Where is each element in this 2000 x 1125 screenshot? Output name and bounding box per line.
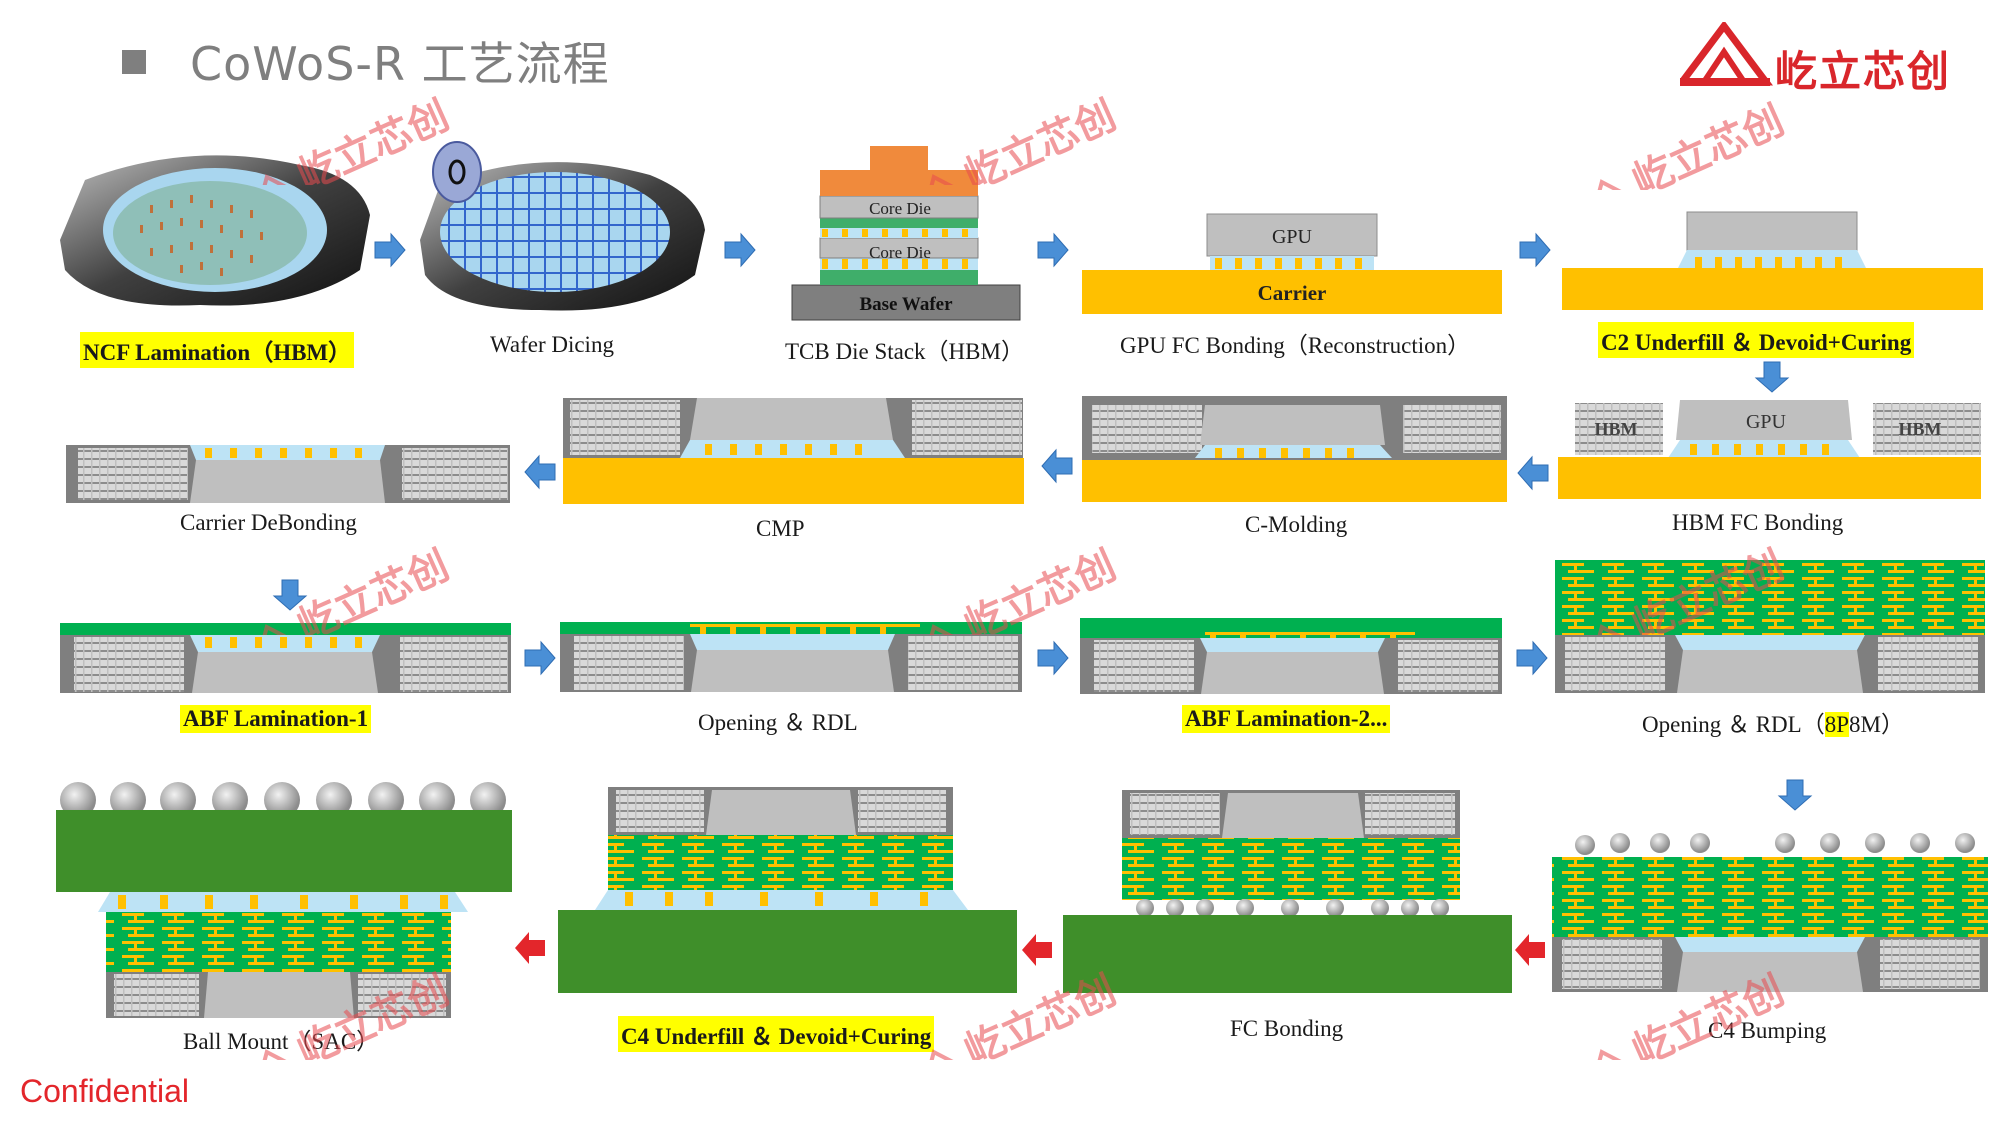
flow-arrow-icon [273,579,307,611]
gpu-label: GPU [1272,226,1313,248]
flow-arrow-icon [1516,641,1548,675]
c4-bumping [1552,833,1988,992]
c2-underfill [1562,211,1983,310]
flow-arrow-icon [724,233,756,267]
carrier-debonding [66,445,510,503]
step-caption-ncf-lamination: NCF Lamination（HBM） [80,332,355,368]
ball-mount [56,782,512,1018]
flow-arrow-icon [1517,456,1549,490]
step-caption-abf-lamination-2: ABF Lamination-2... [1182,705,1391,733]
confidential-label: Confidential [20,1073,189,1109]
core-die-label: Core Die [869,243,931,262]
step-caption-opening-rdl: Opening ＆ RDL [698,710,858,735]
step-caption-tcb-die-stack: TCB Die Stack（HBM） [785,339,1024,364]
hbm-label: HBM [1899,419,1942,439]
cmp [563,398,1024,504]
step-caption-hbm-fc-bonding: HBM FC Bonding [1672,510,1844,535]
flow-arrow-icon [374,233,406,267]
step-caption-opening-rdl-8p8m: Opening ＆ RDL（8P8M） [1642,705,1904,739]
company-logo-icon [1680,22,1773,86]
base-wafer-label: Base Wafer [859,294,953,315]
caption-highlight: 8P [1824,712,1850,737]
step-caption-ball-mount: Ball Mount（SAC） [183,1029,380,1054]
carrier-label: Carrier [1258,281,1327,305]
flow-arrow-icon [1778,779,1812,811]
step-caption-cmp: CMP [756,516,805,541]
step-caption-wafer-dicing: Wafer Dicing [490,332,614,357]
step-caption-c2-underfill: C2 Underfill ＆ Devoid+Curing [1598,322,1915,358]
dicing-wafer [420,141,705,311]
flow-arrow-icon [515,932,545,964]
gpu-label: GPU [1746,411,1787,433]
abf-lamination-1 [60,623,511,693]
flow-arrow-icon [524,641,556,675]
title-bullet-icon [122,50,146,74]
gpu-fc-bonding [1082,213,1502,314]
abf-lamination-2 [1080,618,1502,694]
slide-title: CoWoS-R 工艺流程 [190,37,610,91]
flow-arrow-icon [524,455,556,489]
ncf-wafer [60,155,370,306]
caption-part: 8M） [1849,712,1904,737]
c-molding [1082,396,1507,502]
opening-rdl-1 [560,622,1022,692]
step-caption-c4-underfill: C4 Underfill ＆ Devoid+Curing [618,1016,935,1052]
company-logo-text: 屹立芯创 [1775,47,1952,96]
flow-arrow-icon [1037,641,1069,675]
flow-arrow-icon [1515,934,1545,966]
caption-part: Opening ＆ RDL（ [1642,712,1825,737]
fc-bonding [1063,790,1512,993]
hbm-fc-bonding [1558,400,1981,499]
step-caption-c-molding: C-Molding [1245,512,1348,537]
flow-arrow-icon [1022,934,1052,966]
flow-arrow-icon [1037,233,1069,267]
step-caption-fc-bonding: FC Bonding [1230,1016,1344,1041]
step-caption-abf-lamination-1: ABF Lamination-1 [180,705,372,733]
flow-arrow-icon [1519,233,1551,267]
c4-underfill [558,787,1017,993]
flow-arrow-icon [1755,361,1789,393]
step-caption-c4-bumping: C4 Bumping [1708,1018,1827,1043]
opening-rdl-8p8m [1555,560,1985,693]
hbm-label: HBM [1595,419,1638,439]
flow-arrow-icon [1041,449,1073,483]
step-caption-gpu-fc-bonding: GPU FC Bonding（Reconstruction） [1120,333,1471,358]
core-die-label: Core Die [869,199,931,218]
step-caption-carrier-debonding: Carrier DeBonding [180,510,357,535]
